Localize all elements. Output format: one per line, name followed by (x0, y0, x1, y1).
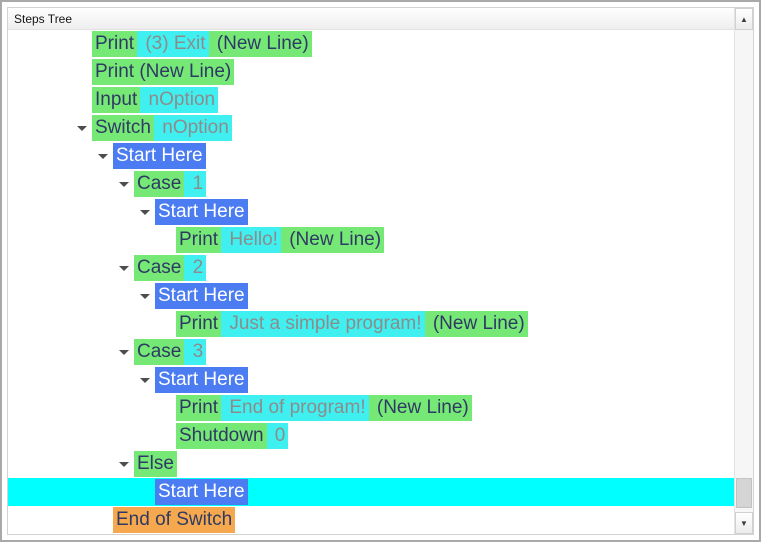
tree-row[interactable]: Case 3 (8, 338, 734, 366)
expander-icon[interactable] (119, 462, 129, 467)
step-segment-cyan: 1 (184, 171, 207, 197)
step-segment-cyan: nOption (153, 115, 232, 141)
step-segment-green: Else (134, 451, 177, 477)
tree-row[interactable]: Input nOption (8, 86, 734, 114)
panel-header: Steps Tree (8, 8, 734, 30)
expander-icon[interactable] (119, 182, 129, 187)
tree-row[interactable]: Print Hello! (New Line) (8, 226, 734, 254)
steps-tree-main: Steps Tree Print (3) Exit (New Line)Prin… (8, 8, 734, 534)
step-segment-blue: Start Here (155, 367, 248, 393)
tree-row[interactable]: Case 1 (8, 170, 734, 198)
panel-title: Steps Tree (14, 11, 73, 26)
step-segment-cyan: 3 (184, 339, 207, 365)
tree-row[interactable]: Case 2 (8, 254, 734, 282)
step-segment-blue: Start Here (155, 283, 248, 309)
scroll-down-button[interactable]: ▼ (735, 512, 753, 534)
step-segment-blue: Start Here (113, 143, 206, 169)
steps-tree: Print (3) Exit (New Line)Print (New Line… (8, 30, 734, 534)
step-segment-cyan: Hello! (221, 227, 281, 253)
steps-tree-panel: Steps Tree Print (3) Exit (New Line)Prin… (7, 7, 754, 535)
step-segment-green: Case (134, 171, 185, 197)
tree-row[interactable]: Print (New Line) (8, 58, 734, 86)
tree-row[interactable]: Start Here (8, 142, 734, 170)
step-segment-green: Switch (92, 115, 154, 141)
step-segment-cyan: nOption (140, 87, 219, 113)
up-arrow-icon: ▲ (740, 14, 748, 24)
scrollbar-track[interactable] (735, 30, 753, 512)
tree-row[interactable]: Start Here (8, 478, 734, 506)
tree-row[interactable]: Print (3) Exit (New Line) (8, 30, 734, 58)
step-segment-green: Print (92, 31, 138, 57)
step-segment-green: (New Line) (368, 395, 472, 421)
vertical-scrollbar[interactable]: ▲ ▼ (734, 8, 753, 534)
tree-row[interactable]: Switch nOption (8, 114, 734, 142)
step-segment-orange: End of Switch (113, 507, 236, 533)
expander-icon[interactable] (119, 350, 129, 355)
step-segment-green: (New Line) (280, 227, 385, 253)
step-segment-green: Case (134, 255, 185, 281)
step-segment-green: Print (New Line) (92, 59, 235, 85)
expander-icon[interactable] (119, 266, 129, 271)
tree-row[interactable]: Start Here (8, 366, 734, 394)
tree-row[interactable]: Print Just a simple program! (New Line) (8, 310, 734, 338)
tree-row[interactable]: Print End of program! (New Line) (8, 394, 734, 422)
scrollbar-thumb[interactable] (736, 478, 752, 508)
tree-row[interactable]: Shutdown 0 (8, 422, 734, 450)
step-segment-green: Print (176, 395, 222, 421)
step-segment-green: Input (92, 87, 141, 113)
step-segment-green: Print (176, 311, 222, 337)
expander-icon[interactable] (77, 126, 87, 131)
step-segment-green: (New Line) (424, 311, 528, 337)
step-segment-cyan: 0 (266, 423, 289, 449)
step-segment-blue: Start Here (155, 479, 248, 505)
tree-row[interactable]: Start Here (8, 198, 734, 226)
step-segment-cyan: Just a simple program! (221, 311, 425, 337)
scroll-up-button[interactable]: ▲ (735, 8, 753, 30)
tree-row[interactable]: Start Here (8, 282, 734, 310)
step-segment-blue: Start Here (155, 199, 248, 225)
down-arrow-icon: ▼ (740, 518, 748, 528)
step-segment-green: Case (134, 339, 185, 365)
step-segment-green: Print (176, 227, 222, 253)
step-segment-green: Shutdown (176, 423, 267, 449)
expander-icon[interactable] (140, 294, 150, 299)
tree-row[interactable]: End of Switch (8, 506, 734, 534)
tree-row[interactable]: Else (8, 450, 734, 478)
step-segment-cyan: End of program! (221, 395, 369, 421)
expander-icon[interactable] (98, 154, 108, 159)
expander-icon[interactable] (140, 210, 150, 215)
step-segment-cyan: (3) Exit (137, 31, 209, 57)
step-segment-green: (New Line) (208, 31, 312, 57)
step-segment-cyan: 2 (184, 255, 207, 281)
expander-icon[interactable] (140, 378, 150, 383)
